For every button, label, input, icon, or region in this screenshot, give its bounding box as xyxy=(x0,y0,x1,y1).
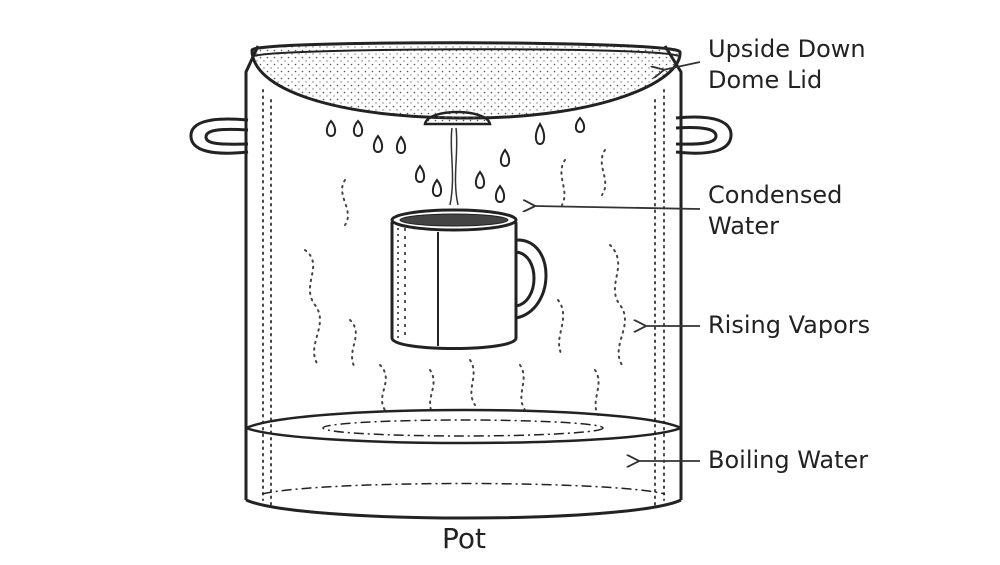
mug xyxy=(390,208,548,350)
rising-vapors xyxy=(304,149,626,416)
label-dome-lid-line2: Dome Lid xyxy=(708,66,823,94)
mug-string xyxy=(449,127,459,206)
label-condensed-line2: Water xyxy=(708,212,779,240)
callout-arrows xyxy=(534,61,701,461)
pot-handle-right xyxy=(675,115,733,155)
condensed-drops xyxy=(325,116,586,204)
pot-wall-dots xyxy=(262,89,665,506)
dome-lid xyxy=(250,41,682,126)
label-dome-lid: Upside Down Dome Lid xyxy=(708,34,866,96)
label-boiling-water: Boiling Water xyxy=(708,446,869,474)
label-condensed-water: Condensed Water xyxy=(708,180,842,242)
pot-handle-left xyxy=(189,117,249,155)
boiling-water xyxy=(245,408,682,495)
arrow-lid xyxy=(663,61,701,70)
label-dome-lid-line1: Upside Down xyxy=(708,35,866,63)
arrow-condensed xyxy=(534,206,701,209)
label-rising-vapors: Rising Vapors xyxy=(708,311,871,339)
label-condensed-line1: Condensed xyxy=(708,181,843,209)
caption-pot: Pot xyxy=(442,522,486,555)
